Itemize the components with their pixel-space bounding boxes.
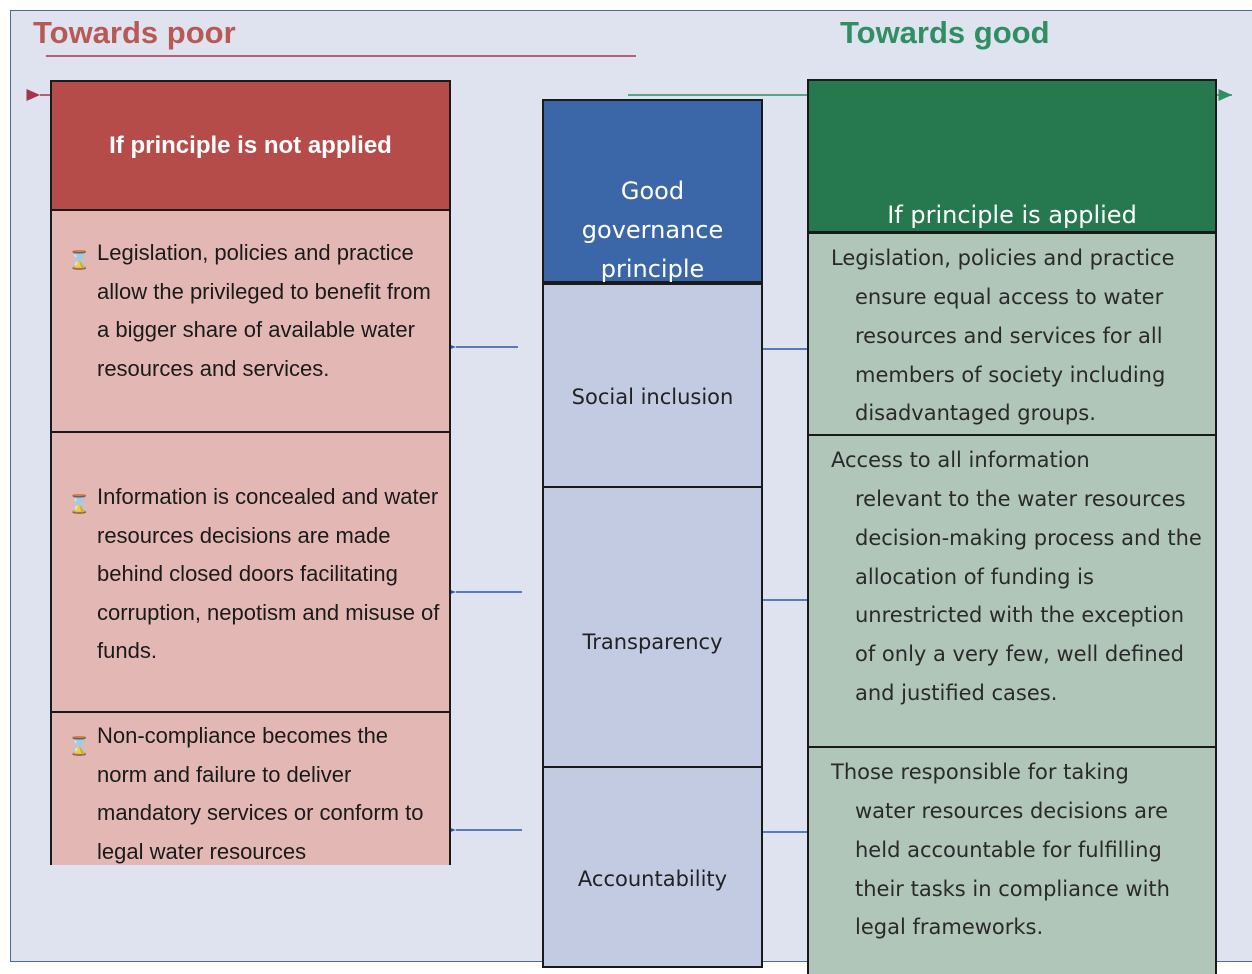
good-outcome-accountability: Those responsible for taking water resou… — [807, 746, 1217, 974]
principle-label: Transparency — [582, 630, 723, 654]
good-outcome-transparency: Access to all information relevant to th… — [807, 434, 1217, 746]
poor-outcome-text: Non-compliance becomes the norm and fail… — [97, 723, 424, 864]
principle-title-line-2: governance — [581, 216, 724, 244]
towards-good-heading: Towards good — [840, 15, 1050, 50]
poor-outcome-transparency: ⌛ Information is concealed and water res… — [50, 431, 451, 711]
good-outcome-social-inclusion: Legislation, policies and practice ensur… — [807, 232, 1217, 434]
principle-accountability: Accountability — [542, 766, 763, 968]
good-outcome-text: relevant to the water resources decision… — [855, 487, 1202, 705]
principle-transparency: Transparency — [542, 486, 763, 766]
hourglass-icon: ⌛ — [68, 250, 91, 270]
towards-poor-heading: Towards poor — [33, 15, 236, 50]
principle-header: Good governance principle — [542, 99, 763, 283]
poor-outcome-accountability: ⌛ Non-compliance becomes the norm and fa… — [50, 711, 451, 865]
good-outcome-first-line: Access to all information — [831, 448, 1090, 472]
applied-title: If principle is applied — [887, 201, 1137, 229]
good-outcome-first-line: Those responsible for taking — [831, 760, 1129, 784]
good-outcome-first-line: Legislation, policies and practice — [831, 246, 1175, 270]
hourglass-icon: ⌛ — [68, 494, 91, 514]
applied-header: If principle is applied — [807, 79, 1217, 233]
poor-outcome-text: Legislation, policies and practice allow… — [97, 240, 431, 381]
good-outcome-text: ensure equal access to water resources a… — [855, 285, 1166, 426]
principle-label: Social inclusion — [571, 385, 734, 409]
poor-outcome-social-inclusion: ⌛ Legislation, policies and practice all… — [50, 209, 451, 431]
hourglass-icon: ⌛ — [68, 736, 91, 756]
good-outcome-text: water resources decisions are held accou… — [855, 799, 1170, 940]
poor-outcome-text: Information is concealed and water resou… — [97, 484, 440, 663]
principle-social-inclusion: Social inclusion — [542, 283, 763, 486]
not-applied-header: If principle is not applied — [50, 80, 451, 209]
principle-title-line-3: principle — [600, 255, 705, 283]
principle-label: Accountability — [577, 867, 728, 891]
not-applied-title: If principle is not applied — [109, 131, 392, 159]
principle-title-line-1: Good — [620, 177, 685, 205]
